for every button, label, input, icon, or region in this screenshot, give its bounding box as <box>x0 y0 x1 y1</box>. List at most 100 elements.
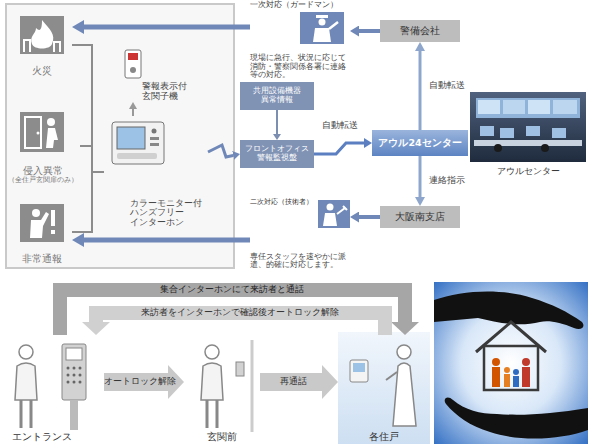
intercom-monitor <box>112 122 164 164</box>
protection-illustration <box>522 358 530 366</box>
intercom-monitor <box>150 137 159 140</box>
emergency-icon <box>51 210 55 226</box>
node-text: 各住戸 <box>369 431 399 443</box>
entrance-figure <box>73 367 76 370</box>
intrusion-icon <box>20 112 64 152</box>
intrusion-icon <box>20 112 64 152</box>
entrance-figure <box>67 381 70 384</box>
protection-illustration <box>492 367 500 387</box>
home-figure <box>338 332 430 444</box>
entrance-figure <box>70 400 78 430</box>
entrance-figure <box>79 374 82 377</box>
edge-label: 再通話 <box>280 377 307 387</box>
wire <box>72 45 104 172</box>
edge-label: オートロック解除 <box>104 377 176 386</box>
location-box: エントランス <box>4 335 104 443</box>
transfer-arrow <box>314 143 364 154</box>
monitoring-room-photo <box>476 98 580 118</box>
protection-illustration <box>484 346 538 390</box>
node-text: エントランス <box>12 431 72 443</box>
emergency-icon <box>20 204 64 242</box>
front-door-figure <box>236 362 244 376</box>
process-box: 共用設備機器 異常情報 <box>240 82 314 110</box>
front-door-figure <box>207 400 217 428</box>
monitoring-room-photo <box>541 144 549 152</box>
protection-illustration <box>522 367 530 387</box>
alarm-source-box: 侵入異常（全住戸玄関扉のみ） <box>6 108 80 184</box>
intrusion-icon <box>37 132 40 135</box>
guard-icon <box>316 15 328 18</box>
node-subtext: 現場に急行、状況に応じて消防・警察関係各署に連絡等の対応。 <box>250 54 350 80</box>
intercom-monitor <box>117 153 157 159</box>
node-text: 共用設備機器 異常情報 <box>242 87 312 104</box>
center-box: アウル24センター <box>372 130 468 156</box>
entry-door-unit <box>128 53 138 60</box>
fire-icon <box>20 16 64 54</box>
node-text: フロントオフィス 警報監視盤 <box>242 145 312 162</box>
home-figure <box>338 332 430 444</box>
monitoring-room-photo <box>552 128 566 138</box>
technician-icon <box>318 200 350 228</box>
emergency-icon <box>51 230 55 234</box>
entrance-figure <box>62 344 86 400</box>
fire-icon <box>31 20 53 49</box>
node-text: 大阪南支店 <box>395 212 445 223</box>
guard-icon <box>319 19 326 26</box>
protection-illustration <box>434 282 588 444</box>
node-text: 警報表示付 玄関子機 <box>142 82 202 102</box>
monitoring-room-photo <box>503 100 525 114</box>
entrance-figure <box>73 381 76 384</box>
node-subtext: 専任スタッフを速やかに派遣、的確に対応します。 <box>250 253 350 270</box>
wireless-arrow <box>208 145 233 157</box>
alarm-source-box: 火災 <box>12 14 72 76</box>
entrance-figure <box>67 367 70 370</box>
monitoring-room-photo <box>494 144 502 152</box>
protection-illustration <box>445 397 588 438</box>
block-arrow <box>104 373 168 391</box>
dispatch-arrow <box>359 29 380 33</box>
response-box: 一次対応（ガードマン）現場に急行、状況に応じて消防・警察関係各署に連絡等の対応。 <box>250 0 350 80</box>
location-box: 各住戸 <box>338 335 430 443</box>
protection-illustration <box>504 367 510 373</box>
intercom-monitor <box>152 129 157 134</box>
node-text: 侵入異常 <box>23 165 63 177</box>
guard-icon <box>300 12 344 44</box>
edge-label: 来訪者をインターホンで確認後オートロック解除 <box>141 308 339 317</box>
signal-arrow <box>132 109 134 116</box>
entrance-figure <box>19 345 33 359</box>
protection-illustration <box>492 358 500 366</box>
edge-label: 自動転送 <box>322 121 358 131</box>
front-door-figure <box>251 340 254 432</box>
protection-illustration <box>513 376 519 387</box>
home-figure <box>397 345 411 359</box>
block-arrow <box>260 373 322 391</box>
protection-illustration <box>513 369 519 375</box>
device-label-box: 警報表示付 玄関子機 <box>122 48 202 102</box>
monitoring-room-photo <box>478 100 500 114</box>
intrusion-icon <box>25 117 41 148</box>
signal-arrow <box>276 110 278 134</box>
node-text: 非常通報 <box>22 253 62 265</box>
intercom-monitor <box>112 122 164 164</box>
technician-icon <box>337 206 347 214</box>
dispatch-arrow <box>359 215 380 219</box>
band-arrow <box>60 290 405 335</box>
front-door-figure <box>201 340 252 432</box>
entrance-figure <box>73 374 76 377</box>
monitoring-room-photo <box>470 92 586 162</box>
entrance-figure <box>79 367 82 370</box>
guard-icon <box>313 28 331 42</box>
emergency-icon <box>20 204 64 242</box>
node-text: カラーモニター付 ハンズフリー インターホン <box>130 199 208 228</box>
response-arrow <box>84 238 250 243</box>
intercom-monitor <box>117 127 145 149</box>
node-text: 二次対応（技術者） <box>250 198 350 206</box>
intrusion-icon <box>47 118 55 126</box>
intercom-monitor <box>150 143 159 146</box>
technician-icon <box>327 204 334 211</box>
monitoring-room-photo <box>553 100 577 114</box>
organization-box: 大阪南支店 <box>380 206 460 228</box>
